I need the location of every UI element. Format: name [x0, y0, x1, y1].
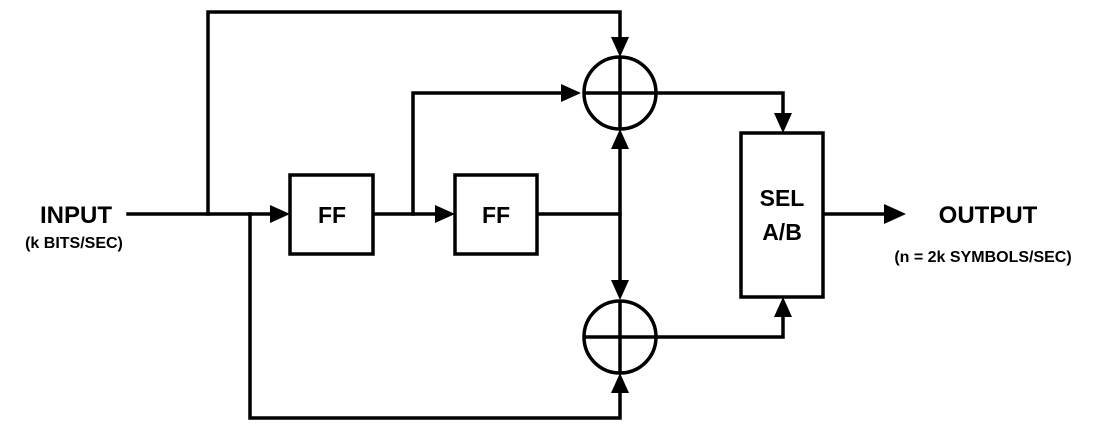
ff1-branch-wire	[411, 91, 568, 216]
arrow-into-ff2	[435, 205, 455, 223]
wires	[126, 10, 890, 420]
ff1-block: FF	[288, 173, 375, 256]
selector-block: SEL A/B	[739, 131, 825, 299]
arrow-into-bottom-adder-from-bottom	[611, 373, 629, 393]
output-rate-label: (n = 2k SYMBOLS/SEC)	[894, 249, 1071, 266]
input-rate-label: (k BITS/SEC)	[25, 235, 123, 252]
input-label: INPUT	[40, 202, 112, 229]
top-adder	[582, 55, 658, 131]
arrow-into-selector-top	[774, 113, 792, 133]
arrowheads	[270, 37, 906, 393]
ff2-label: FF	[482, 202, 510, 228]
arrow-into-bottom-adder-from-top	[611, 280, 629, 300]
selector-label-line2: A/B	[762, 219, 802, 245]
arrow-into-top-adder-from-top	[611, 37, 629, 57]
ff1-label: FF	[318, 202, 346, 228]
ff2-block: FF	[453, 173, 539, 256]
selector-label-line1: SEL	[760, 185, 805, 211]
bottom-feed-wire	[248, 212, 622, 420]
bottom-adder-output-wire	[653, 310, 785, 339]
top-adder-output-wire	[653, 91, 785, 120]
arrow-into-top-adder-from-bottom	[611, 129, 629, 149]
bottom-adder	[582, 299, 658, 375]
arrow-into-selector-bottom	[774, 297, 792, 317]
output-label: OUTPUT	[939, 202, 1038, 229]
arrow-into-ff1	[270, 205, 290, 223]
arrow-output	[884, 204, 906, 224]
top-feed-wire	[206, 10, 622, 216]
arrow-into-top-adder-from-left	[561, 84, 581, 102]
